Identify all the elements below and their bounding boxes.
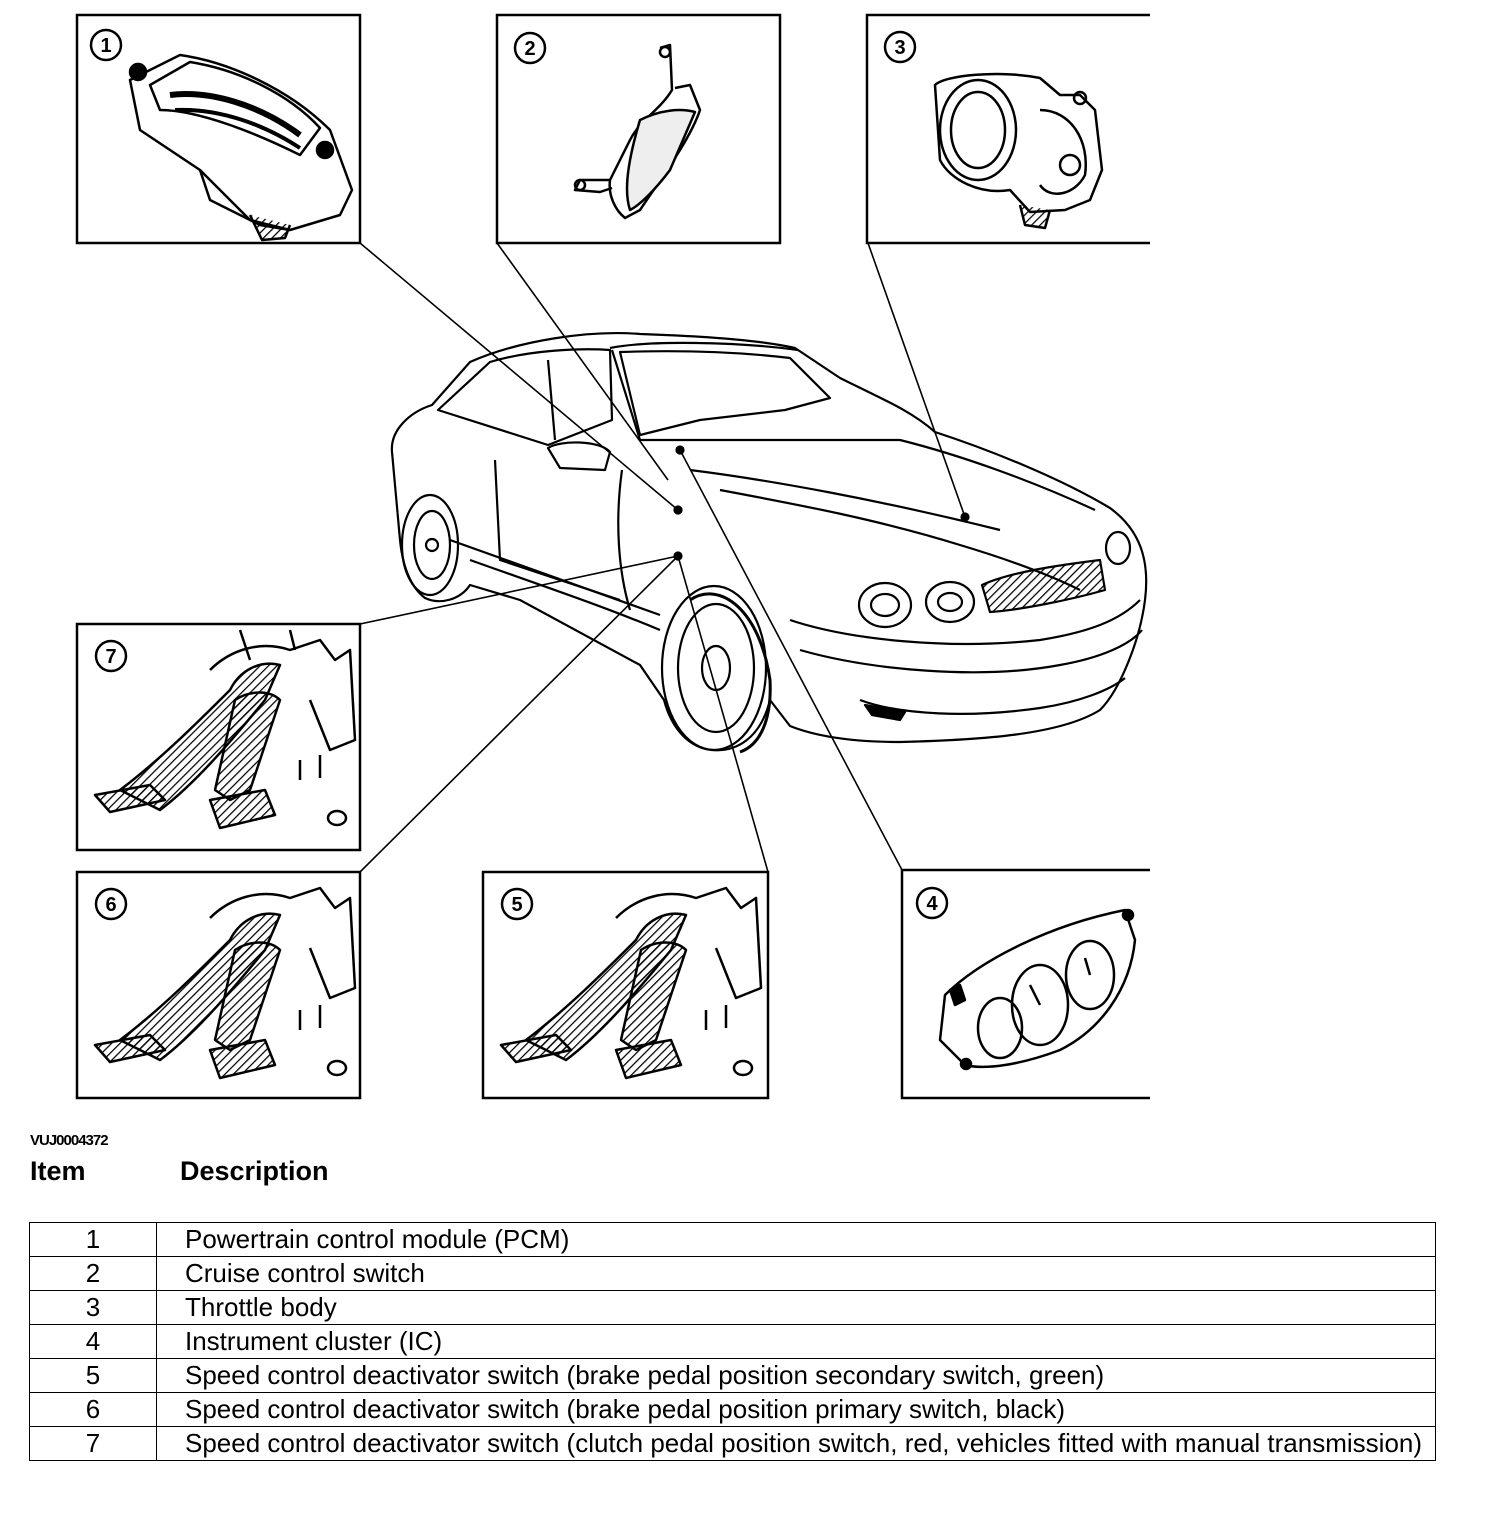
callout-number-1: 1	[100, 35, 111, 57]
legend-row: 4 Instrument cluster (IC)	[29, 1324, 1436, 1359]
callout-number-4: 4	[926, 893, 938, 915]
callout-number-7: 7	[105, 646, 116, 668]
callout-number-5: 5	[511, 894, 522, 916]
callout-number-6: 6	[105, 894, 116, 916]
legend-item-description: Speed control deactivator switch (brake …	[156, 1358, 1436, 1393]
inset-brake-primary: 6	[75, 870, 362, 1100]
legend-row: 7 Speed control deactivator switch (clut…	[29, 1426, 1436, 1461]
callout-circle-6	[94, 887, 128, 921]
leader-line-4	[679, 449, 903, 871]
leader-line-1	[359, 242, 679, 511]
legend-item-number: 2	[29, 1256, 157, 1291]
legend-item-description: Speed control deactivator switch (brake …	[156, 1392, 1436, 1427]
legend-item-description: Instrument cluster (IC)	[156, 1324, 1436, 1359]
callout-circle-4	[915, 886, 949, 920]
inset-frame-4	[900, 868, 1150, 1100]
legend-row: 6 Speed control deactivator switch (brak…	[29, 1392, 1436, 1427]
legend-row: 5 Speed control deactivator switch (brak…	[29, 1358, 1436, 1393]
inset-cruise-switch: 2	[495, 13, 782, 245]
leader-line-5	[677, 555, 769, 873]
legend-item-number: 7	[29, 1426, 157, 1461]
leader-lines	[359, 242, 966, 873]
inset-brake-secondary: 5	[481, 870, 770, 1100]
leader-line-3	[867, 242, 966, 518]
inset-throttle-body: 3	[865, 13, 1150, 245]
callout-circle-2	[513, 31, 547, 65]
component-location-diagram: 1 2 3	[75, 13, 1150, 1100]
legend-table: 1 Powertrain control module (PCM) 2 Crui…	[29, 1222, 1436, 1461]
callout-circle-7	[94, 639, 128, 673]
legend-item-description: Speed control deactivator switch (clutch…	[156, 1426, 1436, 1461]
leader-line-7	[359, 555, 679, 625]
callout-circle-5	[500, 887, 534, 921]
callout-circle-1	[89, 28, 123, 62]
legend-item-description: Throttle body	[156, 1290, 1436, 1325]
legend-item-number: 3	[29, 1290, 157, 1325]
legend-item-number: 1	[29, 1222, 157, 1257]
legend-header-item: Item	[30, 1156, 86, 1186]
leader-line-6	[359, 555, 679, 873]
legend-item-number: 5	[29, 1358, 157, 1393]
inset-frame-3	[865, 13, 1150, 245]
callout-number-2: 2	[524, 38, 535, 60]
car-illustration	[390, 332, 1148, 754]
legend-row: 3 Throttle body	[29, 1290, 1436, 1325]
legend-item-number: 6	[29, 1392, 157, 1427]
legend-item-description: Cruise control switch	[156, 1256, 1436, 1291]
inset-pcm: 1	[75, 13, 362, 245]
inset-instrument-cluster: 4	[900, 868, 1150, 1100]
legend-item-number: 4	[29, 1324, 157, 1359]
legend-header-description: Description	[180, 1156, 329, 1186]
legend-item-description: Powertrain control module (PCM)	[156, 1222, 1436, 1257]
callout-circle-3	[883, 30, 917, 64]
callout-number-3: 3	[894, 37, 905, 59]
legend-row: 2 Cruise control switch	[29, 1256, 1436, 1291]
leader-line-2	[496, 242, 669, 481]
figure-id: VUJ0004372	[30, 1132, 109, 1149]
legend-row: 1 Powertrain control module (PCM)	[29, 1222, 1436, 1257]
inset-clutch-pedal: 7	[75, 622, 362, 852]
